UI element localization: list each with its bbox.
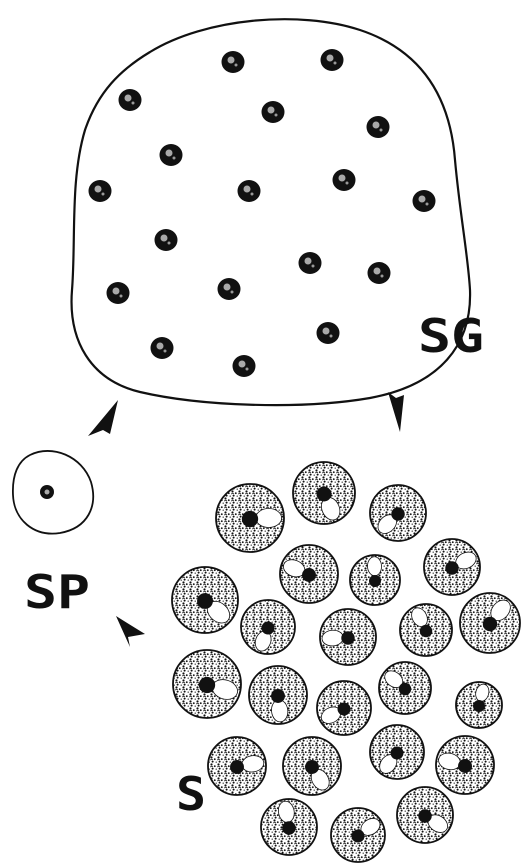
separated-cell-nucleus — [302, 568, 316, 582]
label-sp: SP — [24, 565, 90, 619]
separated-cell — [397, 787, 453, 843]
separated-cell-nucleus — [317, 487, 332, 502]
separated-cell-nucleus — [262, 622, 275, 635]
separated-cell-nucleus — [445, 561, 458, 574]
separated-cell-nucleus — [483, 617, 497, 631]
syncytium-nucleus — [89, 180, 112, 202]
separated-cell — [370, 485, 426, 541]
separated-cell — [241, 600, 295, 654]
arrowhead-from-s — [116, 616, 145, 647]
separated-cell-nucleus — [199, 677, 215, 693]
syncytium-nucleus — [218, 278, 241, 300]
isolated-cell-nucleolus — [45, 490, 50, 495]
syncytium-nucleus — [151, 337, 174, 359]
separated-cell-nucleus — [197, 593, 213, 609]
separated-cell-nucleus — [458, 759, 472, 773]
syncytium-nucleus — [160, 144, 183, 166]
separated-cell — [283, 737, 341, 795]
arrowhead-to-s — [388, 392, 404, 432]
label-sg: SG — [418, 309, 484, 363]
separated-cell — [424, 539, 480, 595]
syncytium-nucleus — [107, 282, 130, 304]
separated-cell-nucleus — [305, 760, 319, 774]
separated-cell-nucleus — [230, 760, 244, 774]
separated-cell-nucleus — [473, 700, 485, 712]
separated-cell-nucleus — [242, 511, 258, 527]
syncytium-nucleus — [238, 180, 261, 202]
separated-cell — [460, 593, 520, 653]
label-s: S — [176, 767, 206, 821]
separated-cell-nucleus — [391, 507, 404, 520]
separated-cell-nucleus — [341, 631, 354, 644]
separated-cell-nucleus — [418, 809, 431, 822]
separated-cell — [280, 545, 338, 603]
syncytium-nuclei — [89, 49, 436, 377]
separated-cell-nucleus — [271, 689, 285, 703]
syncytium-nucleus — [333, 169, 356, 191]
separated-cell — [317, 681, 371, 735]
separated-cell-nucleus — [369, 575, 381, 587]
arrowhead-to-sp — [88, 400, 118, 436]
syncytium-nucleus — [262, 101, 285, 123]
separated-cell-nucleus — [391, 747, 404, 760]
separated-cell — [293, 462, 355, 524]
separated-cell-nucleus — [399, 683, 411, 695]
separated-cell — [350, 555, 400, 605]
syncytium-nucleus — [233, 355, 256, 377]
syncytium-nucleus — [317, 322, 340, 344]
separated-cell — [320, 609, 376, 665]
separated-cells — [172, 462, 520, 862]
separated-cell — [456, 682, 502, 728]
separated-cell — [331, 808, 385, 862]
separated-cell — [216, 484, 284, 552]
syncytium-nucleus — [368, 262, 391, 284]
syncytium-nucleus — [321, 49, 344, 71]
separated-cell — [370, 725, 424, 779]
syncytium-nucleus — [119, 89, 142, 111]
separated-cell — [208, 737, 266, 795]
separated-cell-nucleus — [352, 830, 365, 843]
separated-cell — [400, 604, 452, 656]
separated-cell-nucleus — [282, 821, 295, 834]
syncytium-nucleus — [222, 51, 245, 73]
separated-cell-nucleus — [338, 703, 351, 716]
syncytium-nucleus — [299, 252, 322, 274]
separated-cell — [172, 567, 238, 633]
separated-cell — [436, 736, 494, 794]
separated-cell — [249, 666, 307, 724]
separated-cell — [261, 799, 317, 855]
separated-cell — [379, 662, 431, 714]
syncytium-nucleus — [413, 190, 436, 212]
syncytium-nucleus — [155, 229, 178, 251]
separated-cell — [173, 650, 241, 718]
separated-cell-nucleus — [420, 625, 432, 637]
syncytium-nucleus — [367, 116, 390, 138]
syncytium-outline — [72, 19, 471, 405]
